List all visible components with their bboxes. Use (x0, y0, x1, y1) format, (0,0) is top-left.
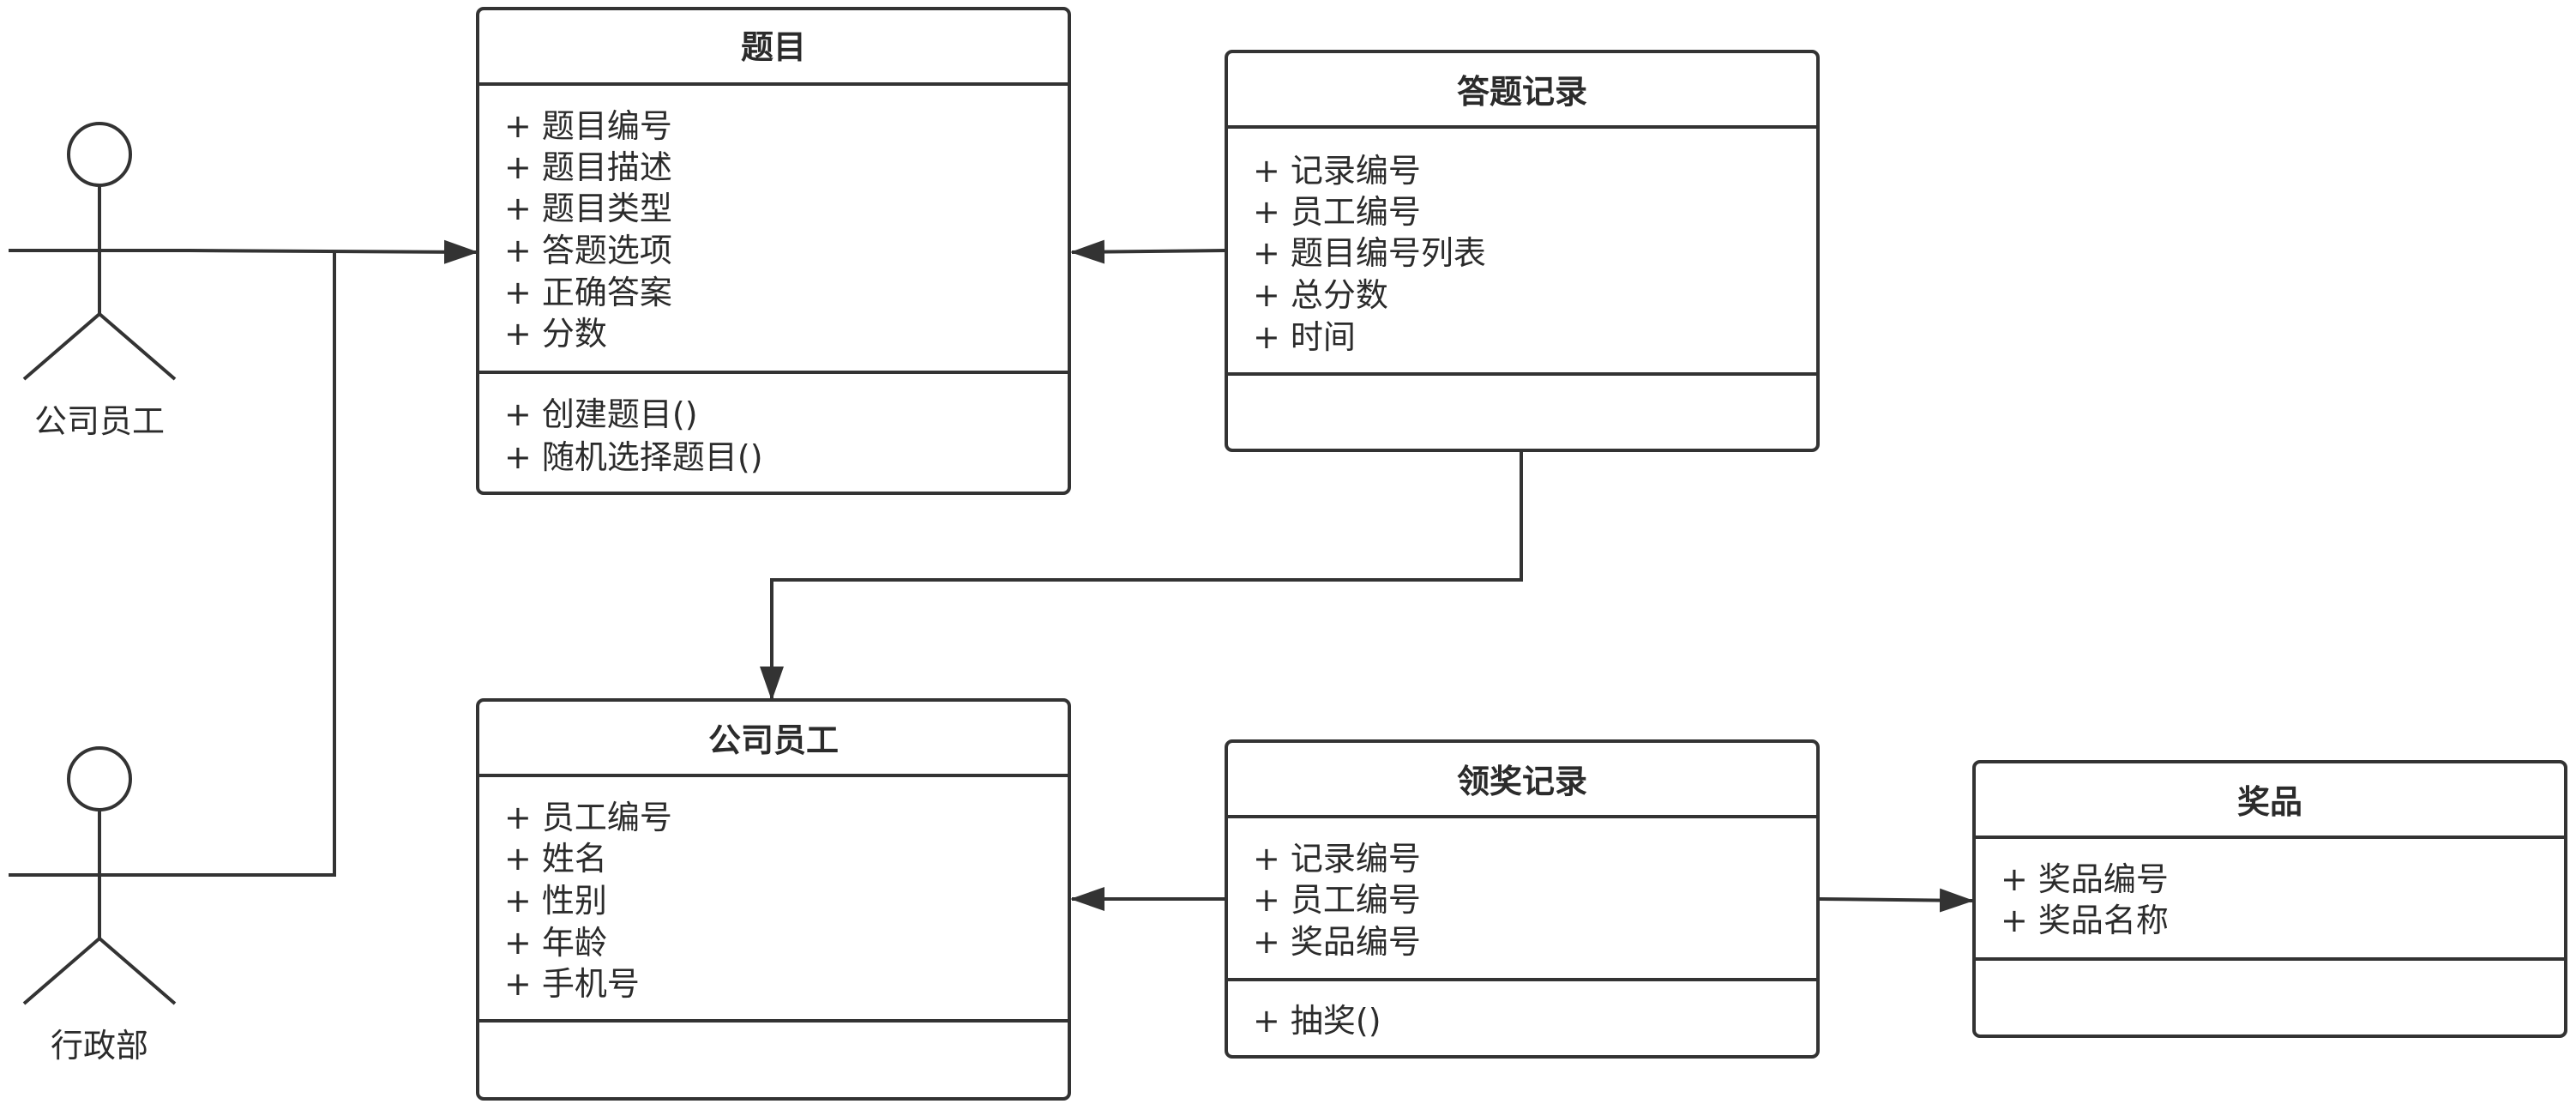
connector-prize-record-to-prize (1819, 888, 1974, 913)
class-attribute: + 答题选项 (504, 232, 672, 269)
class-title: 公司员工 (708, 721, 839, 759)
connector-answer-record-to-question (1070, 239, 1227, 264)
class-box-shape (1225, 50, 1820, 452)
connector-actor-admin-to-question (189, 250, 336, 877)
class-answer-record: 答题记录 + 记录编号 + 员工编号 + 题目编号列表 + 总分数 + 时间 (1225, 50, 1820, 452)
class-attribute: + 时间 (1253, 318, 1356, 356)
class-attribute: + 性别 (504, 882, 607, 920)
actor-admin-label: 行政部 (51, 1027, 148, 1065)
actor-employee-label: 公司员工 (34, 402, 165, 440)
class-attribute: + 记录编号 (1253, 840, 1421, 878)
class-title: 奖品 (2237, 783, 2302, 821)
actor-head-shape (67, 122, 132, 187)
class-question: 题目 + 题目编号 + 题目描述 + 题目类型 + 答题选项 + 正确答案 + … (476, 7, 1071, 495)
class-prize: 奖品 + 奖品编号 + 奖品名称 (1972, 760, 2567, 1038)
class-attribute: + 奖品编号 (2001, 860, 2169, 898)
class-attribute: + 员工编号 (1253, 881, 1421, 919)
class-attribute: + 奖品编号 (1253, 923, 1421, 961)
class-attribute: + 姓名 (504, 840, 607, 878)
class-method: + 随机选择题目() (504, 438, 763, 476)
class-attribute: + 正确答案 (504, 274, 672, 311)
class-attribute: + 分数 (504, 315, 607, 353)
actor-admin: 行政部 (9, 746, 189, 1065)
class-prize-record: 领奖记录 + 记录编号 + 员工编号 + 奖品编号 + 抽奖() (1225, 739, 1820, 1059)
class-attribute: + 总分数 (1253, 276, 1388, 314)
class-title: 题目 (741, 28, 806, 66)
class-attribute: + 题目编号列表 (1253, 234, 1486, 272)
class-attribute: + 年龄 (504, 924, 607, 962)
actor-body-shape (9, 810, 189, 1005)
class-employee: 公司员工 + 员工编号 + 姓名 + 性别 + 年龄 + 手机号 (476, 698, 1071, 1101)
class-attribute: + 题目编号 (504, 107, 672, 145)
class-method: + 创建题目() (504, 395, 698, 433)
actor-body-shape (9, 185, 189, 381)
class-attribute: + 手机号 (504, 965, 640, 1003)
class-attribute: + 题目类型 (504, 190, 672, 227)
class-attribute: + 员工编号 (1253, 193, 1421, 231)
class-box-shape (476, 698, 1071, 1101)
actor-head-shape (67, 746, 132, 811)
class-box-shape (1972, 760, 2567, 1038)
class-title: 领奖记录 (1457, 763, 1587, 800)
class-attribute: + 员工编号 (504, 799, 672, 836)
class-attribute: + 奖品名称 (2001, 902, 2169, 939)
connector-answer-record-to-employee (760, 451, 1523, 701)
actor-employee: 公司员工 (9, 122, 189, 440)
class-method: + 抽奖() (1253, 1002, 1381, 1040)
class-title: 答题记录 (1457, 73, 1587, 111)
class-attribute: + 记录编号 (1253, 152, 1421, 190)
class-attribute: + 题目描述 (504, 148, 672, 186)
connectors (188, 239, 1974, 913)
